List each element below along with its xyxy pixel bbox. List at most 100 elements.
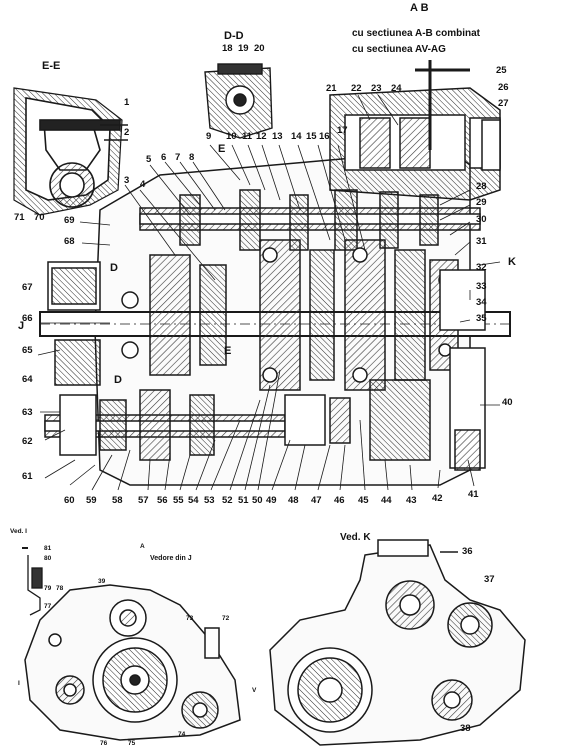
view-ved-k bbox=[269, 539, 526, 746]
title-e-e: E-E bbox=[42, 60, 61, 72]
callout-72: 72 bbox=[222, 615, 230, 622]
callout-41: 41 bbox=[468, 489, 479, 500]
callout-69: 69 bbox=[64, 215, 75, 226]
title-vedere-j: Vedore din J bbox=[150, 555, 192, 562]
callout-58: 58 bbox=[112, 495, 123, 506]
callout-34: 34 bbox=[476, 297, 487, 308]
callout-2: 2 bbox=[124, 127, 130, 138]
callout-56: 56 bbox=[157, 495, 168, 506]
callout-66: 66 bbox=[22, 313, 33, 324]
callout-9: 9 bbox=[206, 131, 212, 142]
section-mark-k: K bbox=[508, 256, 516, 268]
callout-33: 33 bbox=[476, 281, 487, 292]
callout-61: 61 bbox=[22, 471, 33, 482]
callout-65: 65 bbox=[22, 345, 33, 356]
section-mark-e: E bbox=[218, 143, 226, 155]
callout-20: 20 bbox=[254, 43, 265, 54]
callout-19: 19 bbox=[238, 43, 249, 54]
callout-25: 25 bbox=[496, 65, 507, 76]
view-ved-i bbox=[22, 547, 43, 616]
section-mark-i: I bbox=[18, 680, 20, 687]
callout-70: 70 bbox=[34, 212, 45, 223]
callout-55: 55 bbox=[173, 495, 184, 506]
callout-11: 11 bbox=[242, 131, 253, 142]
callout-75: 75 bbox=[128, 740, 136, 747]
callout-22: 22 bbox=[351, 83, 362, 94]
leader-lines bbox=[37, 94, 501, 491]
callout-63: 63 bbox=[22, 407, 33, 418]
section-mark-v: V bbox=[252, 687, 257, 694]
callout-23: 23 bbox=[371, 83, 382, 94]
callout-12: 12 bbox=[256, 131, 267, 142]
callout-13: 13 bbox=[272, 131, 283, 142]
callout-8: 8 bbox=[189, 152, 195, 163]
callout-31: 31 bbox=[476, 236, 487, 247]
callout-17: 17 bbox=[337, 125, 348, 136]
section-mark-d-lower: D bbox=[114, 374, 122, 386]
title-a-b: A B bbox=[410, 2, 429, 14]
callout-39-top: 39 bbox=[98, 578, 106, 585]
callout-53: 53 bbox=[204, 495, 215, 506]
main-section bbox=[39, 60, 511, 486]
callout-81: 81 bbox=[44, 545, 52, 552]
callout-7: 7 bbox=[175, 152, 181, 163]
callout-68: 68 bbox=[64, 236, 75, 247]
section-mark-a: A bbox=[140, 543, 145, 550]
section-mark-j: J bbox=[18, 320, 25, 332]
callout-45: 45 bbox=[358, 495, 369, 506]
callout-67: 67 bbox=[22, 282, 33, 293]
callout-21: 21 bbox=[326, 83, 337, 94]
callout-32: 32 bbox=[476, 262, 487, 273]
section-mark-e-lower: E bbox=[224, 345, 232, 357]
callout-73: 73 bbox=[186, 615, 194, 622]
view-from-j bbox=[24, 584, 241, 741]
callout-16: 16 bbox=[319, 131, 330, 142]
callout-64: 64 bbox=[22, 374, 33, 385]
view-e-e bbox=[13, 87, 128, 216]
callout-80: 80 bbox=[44, 555, 52, 562]
callout-29: 29 bbox=[476, 197, 487, 208]
title-ved-i: Ved. I bbox=[10, 528, 27, 535]
callout-77: 77 bbox=[44, 603, 52, 610]
callout-49: 49 bbox=[266, 495, 277, 506]
callout-51: 51 bbox=[238, 495, 249, 506]
title-ab-line1: cu sectiunea A-B combinat bbox=[352, 28, 480, 39]
callout-10: 10 bbox=[226, 131, 237, 142]
callout-76: 76 bbox=[100, 740, 108, 747]
callout-54: 54 bbox=[188, 495, 199, 506]
callout-47: 47 bbox=[311, 495, 322, 506]
section-mark-d: D bbox=[110, 262, 118, 274]
title-ab-line2: cu sectiunea AV-AG bbox=[352, 44, 446, 55]
callout-60: 60 bbox=[64, 495, 75, 506]
callout-30: 30 bbox=[476, 214, 487, 225]
callout-15: 15 bbox=[306, 131, 317, 142]
callout-28: 28 bbox=[476, 181, 487, 192]
callout-37: 37 bbox=[484, 574, 495, 585]
callout-38: 38 bbox=[460, 723, 471, 734]
callout-24: 24 bbox=[391, 83, 402, 94]
callout-35: 35 bbox=[476, 313, 487, 324]
callout-5: 5 bbox=[146, 154, 152, 165]
callout-44: 44 bbox=[381, 495, 392, 506]
callout-57: 57 bbox=[138, 495, 149, 506]
callout-78: 78 bbox=[56, 585, 64, 592]
callout-79: 79 bbox=[44, 585, 52, 592]
callout-26: 26 bbox=[498, 82, 509, 93]
callout-71: 71 bbox=[14, 212, 25, 223]
callout-74: 74 bbox=[178, 731, 186, 738]
callout-59: 59 bbox=[86, 495, 97, 506]
callout-18: 18 bbox=[222, 43, 233, 54]
callout-14: 14 bbox=[291, 131, 302, 142]
callout-42: 42 bbox=[432, 493, 443, 504]
callout-46: 46 bbox=[334, 495, 345, 506]
callout-6: 6 bbox=[161, 152, 167, 163]
title-d-d: D-D bbox=[224, 30, 244, 42]
callout-62: 62 bbox=[22, 436, 33, 447]
callout-50: 50 bbox=[252, 495, 263, 506]
callout-43: 43 bbox=[406, 495, 417, 506]
callout-4: 4 bbox=[140, 179, 146, 190]
view-d-d bbox=[204, 63, 273, 139]
callout-40: 40 bbox=[502, 397, 513, 408]
